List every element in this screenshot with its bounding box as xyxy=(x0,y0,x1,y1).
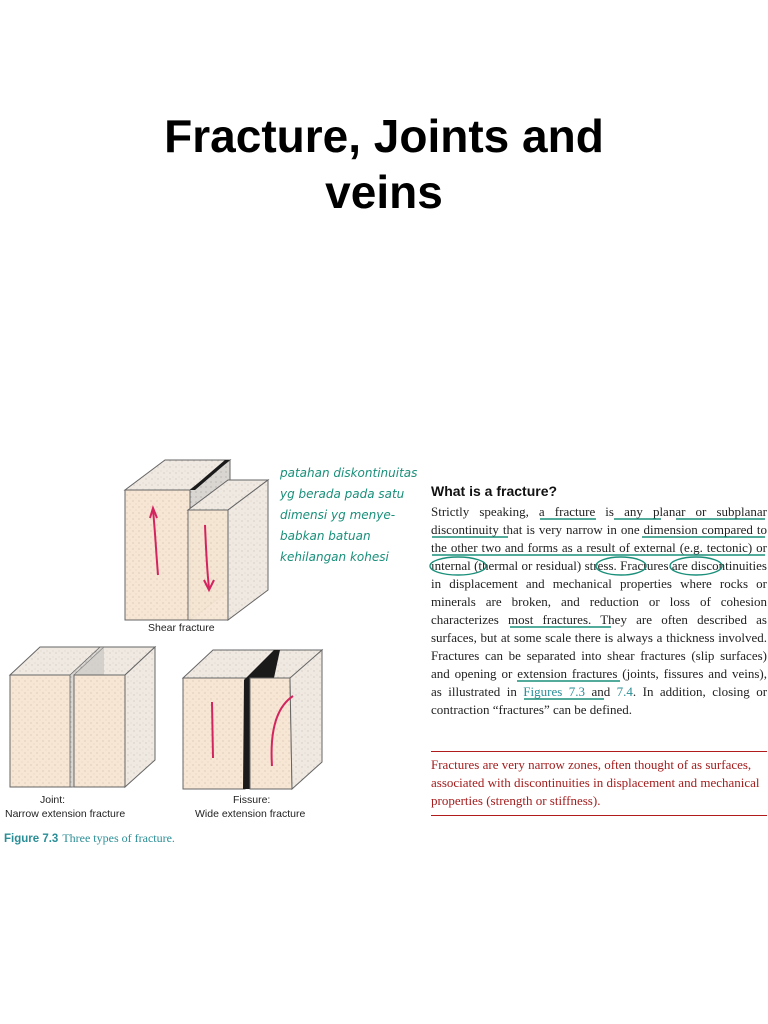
shear-fracture-block xyxy=(123,459,270,621)
paragraph-text-b: and xyxy=(591,684,611,699)
fissure-label-line-1: Fissure: xyxy=(233,794,270,806)
highlight-box-top-rule xyxy=(431,751,767,752)
handwritten-line-3: dimensi yg menye- xyxy=(280,508,395,522)
down-arrow-annotation xyxy=(204,524,210,589)
fracture-definition-section: What is a fracture? Strictly speaking, a… xyxy=(431,483,767,719)
handwritten-line-4: babkan batuan xyxy=(280,529,371,543)
joint-block xyxy=(8,645,157,789)
handwritten-line-2: yg berada pada satu xyxy=(279,487,405,501)
section-heading: What is a fracture? xyxy=(431,483,558,499)
figure-caption-text: Three types of fracture. xyxy=(62,831,175,845)
fissure-curve-annotation xyxy=(270,695,294,767)
joint-label-line-2: Narrow extension fracture xyxy=(5,808,125,820)
highlight-box-text: Fractures are very narrow zones, often t… xyxy=(431,757,760,808)
paragraph-text-c: . In addition, closing or contraction “f… xyxy=(431,684,768,717)
fissure-line-annotation xyxy=(211,701,214,759)
shear-fracture-label: Shear fracture xyxy=(148,622,215,634)
svg-text:Fissure: Wide extension fr: Fissure: Wide extension fracture xyxy=(195,794,305,820)
handwritten-line-1: patahan diskontinuitas xyxy=(279,466,417,480)
handwritten-line-5: kehilangan kohesi xyxy=(280,550,389,564)
highlight-box-bottom-rule xyxy=(431,815,767,816)
slide-title-line-1: Fracture, Joints and xyxy=(164,110,604,162)
fissure-label-line-2: Wide extension fracture xyxy=(195,808,305,820)
figure-number: Figure 7.3 xyxy=(4,833,59,845)
svg-text:Joint: Narrow extension fr: Joint: Narrow extension fracture xyxy=(5,794,125,820)
handwritten-note: patahan diskontinuitas yg berada pada sa… xyxy=(279,466,417,564)
up-arrow-annotation xyxy=(152,509,159,576)
joint-label-line-1: Joint: xyxy=(40,794,65,806)
paragraph-text-a: Strictly speaking, a fracture is any pla… xyxy=(431,504,767,699)
figure-7-3-link[interactable]: Figures 7.3 xyxy=(523,684,585,699)
slide-title-line-2: veins xyxy=(325,166,443,218)
fracture-figure: Shear fracture Joint: Narrow extension f… xyxy=(5,459,417,820)
section-paragraph: Strictly speaking, a fracture is any pla… xyxy=(431,503,767,719)
fissure-block xyxy=(181,648,324,791)
slide-title: Fracture, Joints and veins xyxy=(0,108,768,220)
figure-7-4-link[interactable]: 7.4 xyxy=(616,684,633,699)
